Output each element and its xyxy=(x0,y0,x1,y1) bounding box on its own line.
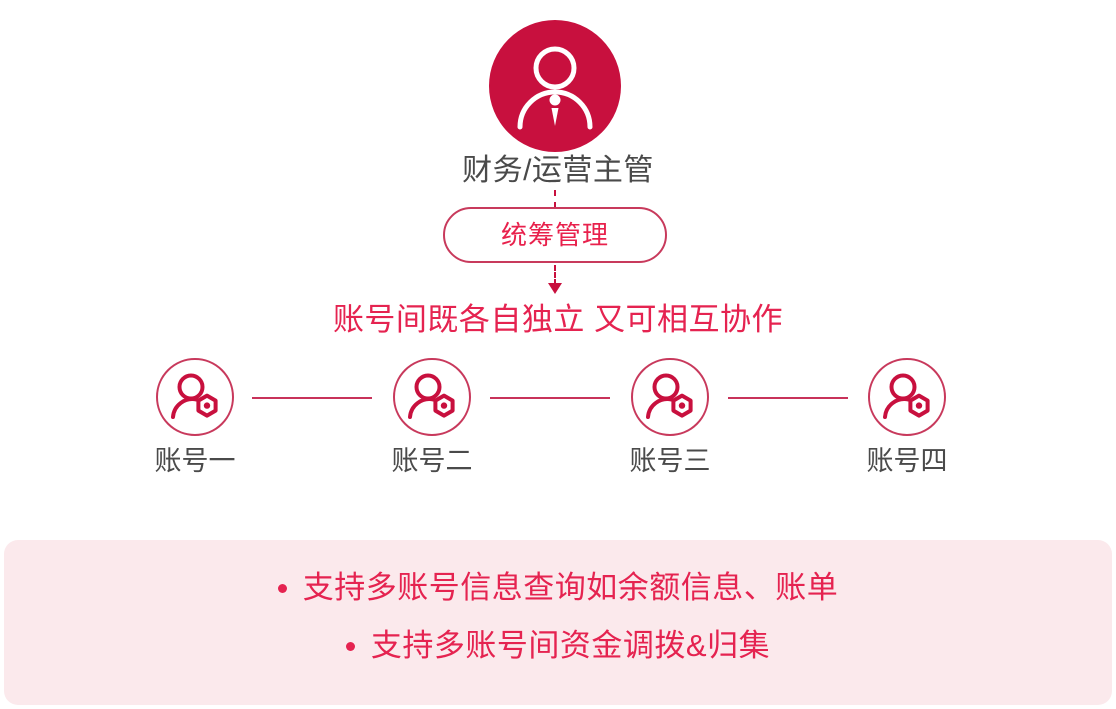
account-ring xyxy=(393,358,471,436)
account-link-1-2 xyxy=(252,397,372,399)
coordination-pill-label: 统筹管理 xyxy=(500,220,609,250)
feature-text-2: 支持多账号间资金调拨&归集 xyxy=(370,628,771,663)
features-panel: 支持多账号信息查询如余额信息、账单 支持多账号间资金调拨&归集 xyxy=(4,540,1112,705)
account-label-1: 账号一 xyxy=(154,446,236,476)
connector-dashed-bottom xyxy=(554,265,556,285)
account-ring xyxy=(156,358,234,436)
leader-avatar xyxy=(489,20,621,152)
connector-dashed-top xyxy=(554,190,556,208)
account-node-3[interactable]: 账号三 xyxy=(630,358,711,476)
account-link-2-3 xyxy=(490,397,610,399)
bullet-dot-icon xyxy=(345,641,355,651)
feature-item-2: 支持多账号间资金调拨&归集 xyxy=(4,624,1112,668)
leader-block: 财务/运营主管 xyxy=(0,0,1116,200)
account-node-4[interactable]: 账号四 xyxy=(867,358,948,476)
feature-text-1: 支持多账号信息查询如余额信息、账单 xyxy=(302,570,839,605)
account-label-3: 账号三 xyxy=(629,446,711,476)
features-list: 支持多账号信息查询如余额信息、账单 支持多账号间资金调拨&归集 xyxy=(4,566,1112,682)
headline-text: 账号间既各自独立 又可相互协作 xyxy=(332,302,784,337)
account-label-2: 账号二 xyxy=(391,446,473,476)
account-label-4: 账号四 xyxy=(866,446,948,476)
bullet-dot-icon xyxy=(277,583,287,593)
leader-title: 财务/运营主管 xyxy=(462,154,654,187)
person-manager-icon xyxy=(489,20,621,152)
feature-item-1: 支持多账号信息查询如余额信息、账单 xyxy=(4,566,1112,610)
accounts-row: 账号一 账号二 xyxy=(0,358,1116,488)
coordination-pill: 统筹管理 xyxy=(443,207,667,263)
account-node-2[interactable]: 账号二 xyxy=(392,358,473,476)
arrow-down-icon xyxy=(548,283,562,294)
account-node-1[interactable]: 账号一 xyxy=(155,358,236,476)
account-link-3-4 xyxy=(728,397,848,399)
